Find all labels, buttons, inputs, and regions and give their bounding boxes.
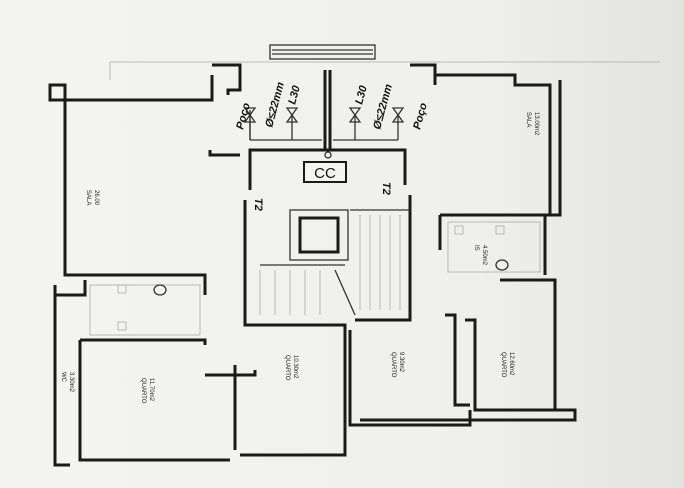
typology-label: T2 (380, 182, 392, 195)
room-area: 3.30m2 (68, 372, 74, 393)
pipe-note: Ø≤22mm (371, 83, 395, 131)
stairwell (259, 209, 410, 316)
walls (48, 63, 577, 467)
room-name: SALA (85, 190, 91, 205)
valve-icon (391, 107, 405, 123)
room-area: 4.50m2 (481, 245, 487, 266)
pipe-note: Ø≤22mm (263, 81, 287, 129)
room-name: QUARTO (500, 352, 506, 378)
room-area: 10.30m2 (292, 355, 298, 379)
room-area: 9.30m2 (398, 352, 404, 373)
room-name: QUARTO (140, 378, 146, 404)
meter-box-label: CC (314, 165, 336, 182)
room-labels: SALA 26.00 QUARTO 11.70m2 QUARTO 10.30m2… (60, 112, 539, 404)
meter-box: CC (303, 161, 347, 183)
valve-icon (348, 107, 362, 123)
pipe-note: L30 (353, 84, 370, 106)
room-name: SALA (525, 112, 531, 127)
room-area: 12.60m2 (508, 352, 514, 376)
top-balcony (109, 44, 660, 80)
room-name: QUARTO (284, 355, 290, 381)
room-name: QUARTO (390, 352, 396, 378)
pipe-valves (243, 107, 405, 159)
pipe-note: Poço (411, 101, 430, 130)
room-name: WC (60, 372, 66, 383)
room-area: 13.00m2 (533, 112, 539, 136)
valve-icon (243, 107, 257, 123)
valve-icon (285, 107, 299, 123)
typology-label: T2 (252, 198, 264, 211)
bathroom-fixtures (89, 221, 541, 336)
room-area: 11.70m2 (148, 378, 154, 402)
pipe-note: L30 (286, 84, 303, 106)
room-name: IS (473, 245, 479, 251)
room-area: 26.00 (93, 190, 99, 206)
